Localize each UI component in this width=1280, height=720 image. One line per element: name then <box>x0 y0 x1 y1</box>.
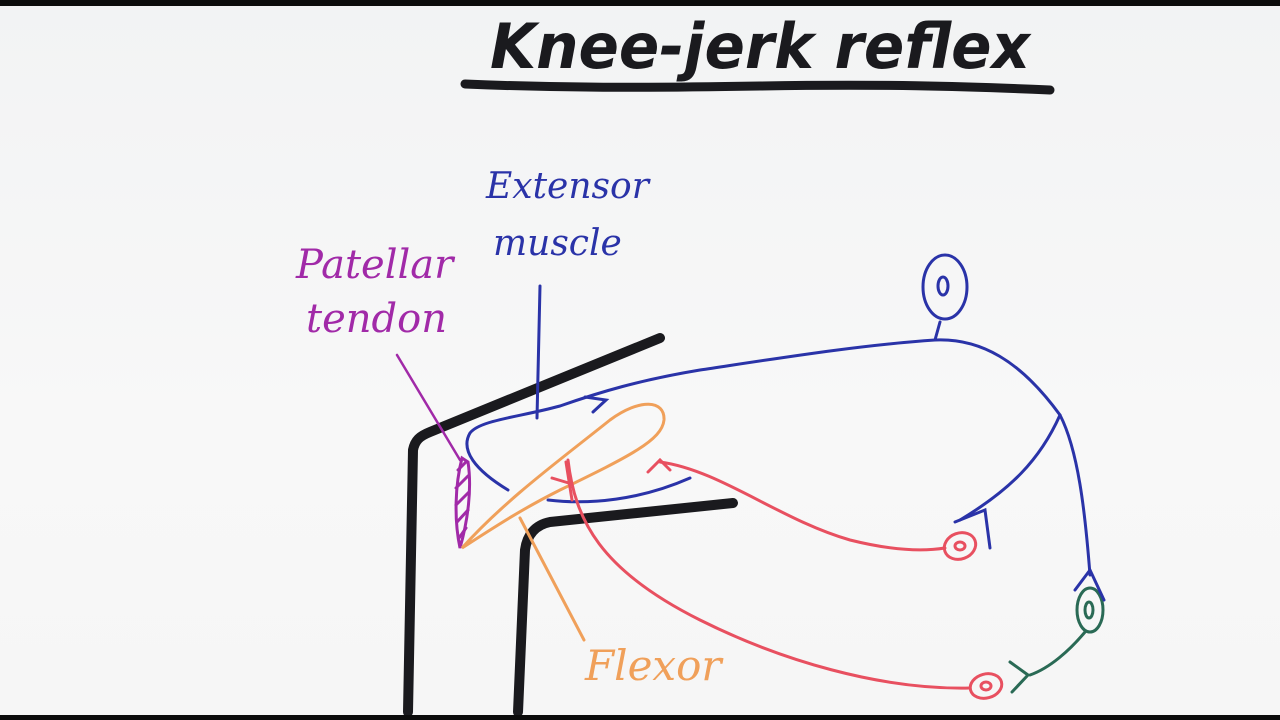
shin-outline <box>513 498 738 717</box>
patellar-pointer-line <box>395 353 462 462</box>
patellar-tendon-shape <box>395 353 472 549</box>
diagram-title: Knee-jerk reflex <box>490 10 1032 83</box>
bottom-border <box>0 715 1280 720</box>
extensor-label-line2: muscle <box>493 223 622 264</box>
motor-nerve-pathway <box>550 457 972 690</box>
flexor-label-line1: Flexor <box>584 641 724 690</box>
extensor-pointer-line <box>535 284 542 420</box>
motor-neuron-cell-bodies <box>942 531 1004 700</box>
extensor-nerve-pathway <box>465 284 1092 577</box>
top-border <box>0 0 1280 6</box>
leg-outline <box>403 333 738 717</box>
flexor-muscle-shape <box>460 402 666 642</box>
flexor-pointer-line <box>518 516 586 642</box>
sensory-neuron-cell-body <box>921 253 969 321</box>
patellar-label-line2: tendon <box>306 296 447 342</box>
extensor-label-line1: Extensor <box>485 166 651 207</box>
interneuron <box>1008 567 1106 694</box>
title-underline <box>460 79 1055 95</box>
thigh-outline <box>403 333 665 717</box>
patellar-label-line1: Patellar <box>295 242 456 288</box>
